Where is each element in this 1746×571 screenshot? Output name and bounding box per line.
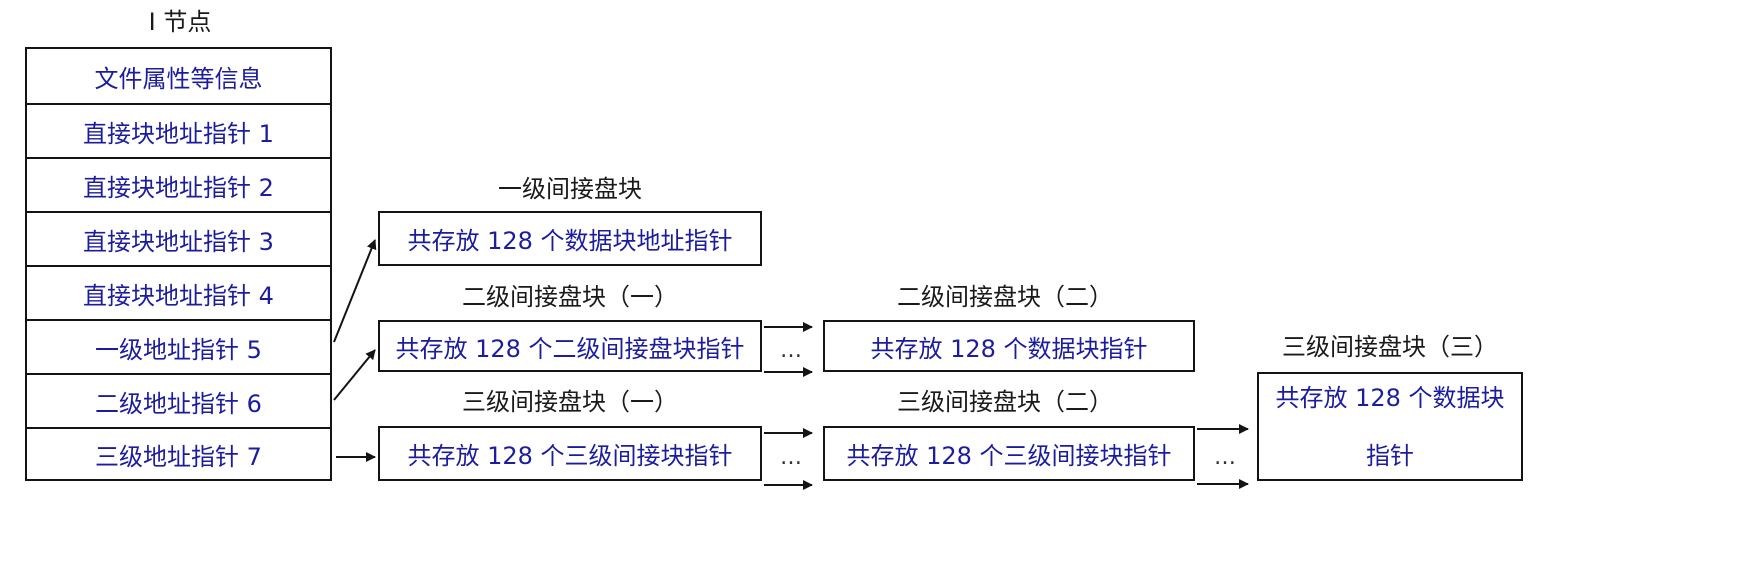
triple-indirect-3-title: 三级间接盘块（三） [1282,333,1498,361]
single-indirect-text: 共存放 128 个数据块地址指针 [407,227,733,255]
inode-row-direct-1: 直接块地址指针 1 [27,103,330,157]
ellipsis-triple-2: … [1214,445,1237,470]
triple-indirect-1-block: 共存放 128 个三级间接块指针 [378,426,762,481]
triple-indirect-2-text: 共存放 128 个三级间接块指针 [846,442,1172,470]
inode-row-file-attributes: 文件属性等信息 [94,64,263,93]
triple-indirect-3-text-line1: 共存放 128 个数据块 [1275,383,1505,412]
double-indirect-2-title: 二级间接盘块（二） [897,283,1113,311]
inode-row-direct-4: 直接块地址指针 4 [27,265,330,319]
inode-row-single-indirect: 一级地址指针 5 [27,319,330,373]
single-indirect-title: 一级间接盘块 [498,175,642,203]
triple-indirect-3-block: 共存放 128 个数据块 指针 [1257,372,1523,481]
arrow-inode-to-single [333,239,377,343]
inode-row-triple-indirect: 三级地址指针 7 [27,427,330,479]
single-indirect-block: 共存放 128 个数据块地址指针 [378,211,762,266]
ellipsis-double: … [780,338,803,363]
double-indirect-2-text: 共存放 128 个数据块指针 [870,334,1148,363]
inode-row-direct-2: 直接块地址指针 2 [27,157,330,211]
inode-row-direct-3: 直接块地址指针 3 [27,211,330,265]
triple-indirect-2-block: 共存放 128 个三级间接块指针 [823,426,1195,481]
ellipsis-triple-1: … [780,445,803,470]
triple-indirect-1-title: 三级间接盘块（一） [462,388,678,416]
triple-indirect-2-title: 三级间接盘块（二） [897,388,1113,416]
inode-title: I 节点 [148,8,212,36]
triple-indirect-1-text: 共存放 128 个三级间接块指针 [407,442,733,470]
triple-indirect-3-text-line2: 指针 [1366,441,1414,470]
double-indirect-2-block: 共存放 128 个数据块指针 [823,320,1195,372]
double-indirect-1-title: 二级间接盘块（一） [462,283,678,311]
inode-row-double-indirect: 二级地址指针 6 [27,373,330,427]
inode-table: 文件属性等信息 直接块地址指针 1 直接块地址指针 2 直接块地址指针 3 直接… [25,47,332,481]
double-indirect-1-block: 共存放 128 个二级间接盘块指针 [378,320,762,372]
double-indirect-1-text: 共存放 128 个二级间接盘块指针 [395,334,745,363]
arrow-inode-to-double [333,349,376,401]
